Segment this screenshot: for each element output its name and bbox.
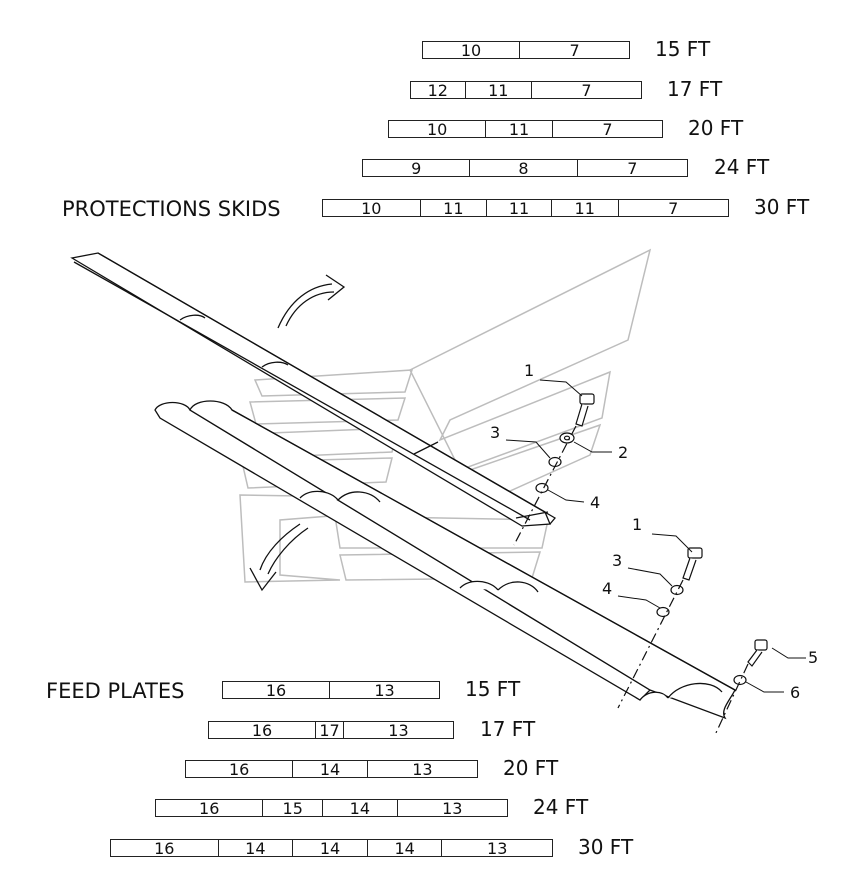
plates-length-label: 24 FT [533, 795, 589, 819]
feed-plates-title: FEED PLATES [46, 679, 185, 703]
callout-3b: 3 [612, 551, 622, 570]
part-number-cell: 10 [323, 200, 421, 216]
part-number-cell: 11 [466, 82, 532, 98]
part-number-cell: 13 [487, 840, 508, 856]
part-number-cell: 7 [581, 82, 592, 98]
part-number-cell: 16 [209, 722, 317, 738]
callout-4a: 4 [590, 493, 600, 512]
part-number-cell: 13 [388, 722, 409, 738]
washer-6 [733, 674, 747, 686]
skids-length-label: 17 FT [667, 77, 723, 101]
plates-length-label: 17 FT [480, 717, 536, 741]
skids-bar-15ft: 10 7 [422, 41, 630, 59]
callout-1b: 1 [632, 515, 642, 534]
part-number-cell: 10 [423, 42, 521, 58]
part-number-cell: 15 [263, 800, 324, 816]
part-number-cell: 13 [442, 800, 463, 816]
part-number-cell: 7 [569, 42, 580, 58]
part-number-cell: 8 [470, 160, 578, 176]
skids-length-label: 30 FT [754, 195, 810, 219]
nut-4a [535, 482, 549, 494]
bolt-5 [754, 639, 768, 651]
plates-length-label: 15 FT [465, 677, 521, 701]
callout-3a: 3 [490, 423, 500, 442]
bolt-1a [579, 393, 595, 405]
part-number-cell: 16 [223, 682, 331, 698]
hardware-set-c [714, 639, 768, 736]
part-number-cell: 7 [602, 121, 613, 137]
part-number-cell: 7 [668, 200, 679, 216]
skids-length-label: 15 FT [655, 37, 711, 61]
hardware-set-a [513, 393, 595, 546]
part-number-cell: 16 [186, 761, 294, 777]
part-number-cell: 14 [293, 840, 368, 856]
part-number-cell: 11 [421, 200, 488, 216]
part-number-cell: 11 [552, 200, 619, 216]
skids-length-label: 24 FT [714, 155, 770, 179]
plates-length-label: 30 FT [578, 835, 634, 859]
hardware-set-b [617, 547, 703, 709]
part-number-cell: 7 [627, 160, 638, 176]
part-number-cell: 9 [363, 160, 471, 176]
bolt-1b-shank [682, 557, 697, 581]
bolt-5-shank [747, 649, 763, 667]
callout-leaders [505, 379, 806, 693]
feed-plate-troughs [154, 400, 736, 720]
part-number-cell: 11 [487, 200, 552, 216]
callout-6: 6 [790, 683, 800, 702]
lockwasher-3b [670, 584, 684, 596]
part-number-cell: 11 [486, 121, 553, 137]
rotation-arrow-up [277, 274, 346, 329]
protection-skid-strip [70, 252, 556, 527]
part-number-cell: 17 [316, 722, 344, 738]
part-number-cell: 16 [111, 840, 219, 856]
part-number-cell: 14 [368, 840, 443, 856]
callout-1a: 1 [524, 361, 534, 380]
part-number-cell: 14 [219, 840, 294, 856]
protection-skids-title: PROTECTIONS SKIDS [62, 197, 281, 221]
nut-4b [656, 606, 670, 618]
part-number-cell: 10 [389, 121, 487, 137]
bolt-1b [687, 547, 703, 559]
callout-2: 2 [618, 443, 628, 462]
plates-length-label: 20 FT [503, 756, 559, 780]
rotation-arrow-down [249, 523, 309, 592]
callout-5: 5 [808, 648, 818, 667]
part-number-cell: 12 [411, 82, 466, 98]
bolt-1a-shank [575, 403, 589, 427]
part-number-cell: 13 [374, 682, 395, 698]
part-number-cell: 14 [293, 761, 368, 777]
part-number-cell: 16 [156, 800, 264, 816]
part-number-cell: 13 [412, 761, 433, 777]
part-number-cell: 14 [323, 800, 398, 816]
skids-length-label: 20 FT [688, 116, 744, 140]
callout-4b: 4 [602, 579, 612, 598]
